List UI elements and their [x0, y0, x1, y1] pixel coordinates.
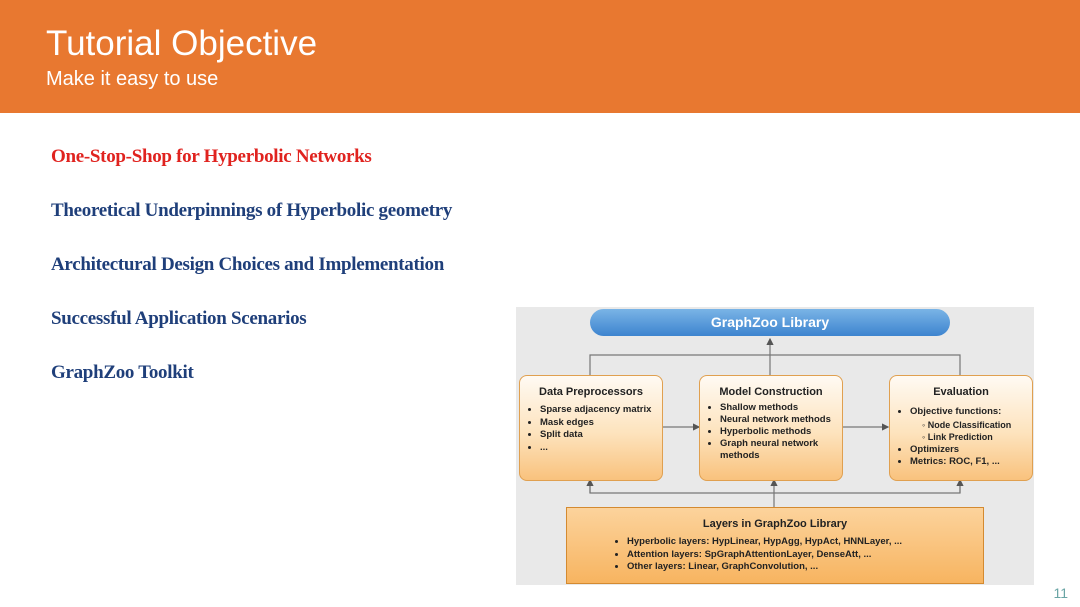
- evaluation-title: Evaluation: [933, 386, 989, 398]
- graphzoo-library-banner: GraphZoo Library: [590, 309, 950, 336]
- agenda-item-one-stop-shop: One-Stop-Shop for Hyperbolic Networks: [51, 146, 372, 167]
- list-item: Objective functions: Node Classification…: [910, 406, 1032, 444]
- list-item: Optimizers: [910, 444, 1032, 457]
- data-preprocessors-list: Sparse adjacency matrix Mask edges Split…: [520, 404, 662, 454]
- list-item: Neural network methods: [720, 414, 842, 426]
- data-preprocessors-box: Data Preprocessors Sparse adjacency matr…: [519, 375, 663, 481]
- agenda-item-toolkit: GraphZoo Toolkit: [51, 362, 194, 383]
- agenda-item-theory: Theoretical Underpinnings of Hyperbolic …: [51, 200, 453, 221]
- layers-box: Layers in GraphZoo Library Hyperbolic la…: [566, 507, 984, 584]
- data-preprocessors-title: Data Preprocessors: [539, 386, 643, 398]
- objective-functions-label: Objective functions:: [910, 406, 1002, 417]
- list-item: Hyperbolic methods: [720, 426, 842, 438]
- list-item: Metrics: ROC, F1, ...: [910, 456, 1032, 469]
- list-item: Attention layers: SpGraphAttentionLayer,…: [627, 549, 983, 562]
- layers-title: Layers in GraphZoo Library: [702, 518, 848, 530]
- slide-subtitle: Make it easy to use: [46, 68, 219, 90]
- evaluation-sub-list: Node Classification Link Prediction: [910, 419, 1032, 444]
- evaluation-box: Evaluation Objective functions: Node Cla…: [889, 375, 1033, 481]
- list-item: Graph neural network methods: [720, 438, 842, 462]
- slide-title: Tutorial Objective: [46, 24, 318, 63]
- list-item: Sparse adjacency matrix: [540, 404, 662, 417]
- list-item: Split data: [540, 429, 662, 442]
- list-item: Mask edges: [540, 417, 662, 430]
- graphzoo-architecture-diagram: GraphZoo Library Data Preprocessors Spar…: [516, 307, 1034, 585]
- agenda-item-architecture: Architectural Design Choices and Impleme…: [51, 254, 444, 275]
- layers-list: Hyperbolic layers: HypLinear, HypAgg, Hy…: [567, 536, 983, 574]
- list-item: Hyperbolic layers: HypLinear, HypAgg, Hy…: [627, 536, 983, 549]
- model-construction-box: Model Construction Shallow methods Neura…: [699, 375, 843, 481]
- agenda-item-applications: Successful Application Scenarios: [51, 308, 307, 329]
- list-item: ...: [540, 442, 662, 455]
- list-item: Link Prediction: [922, 431, 1032, 444]
- list-item: Node Classification: [922, 419, 1032, 432]
- list-item: Other layers: Linear, GraphConvolution, …: [627, 561, 983, 574]
- model-construction-list: Shallow methods Neural network methods H…: [700, 402, 842, 462]
- evaluation-list: Objective functions: Node Classification…: [890, 406, 1032, 469]
- slide-header: Tutorial Objective Make it easy to use: [0, 0, 1080, 113]
- diagram-connectors: [586, 337, 964, 507]
- model-construction-title: Model Construction: [719, 386, 823, 398]
- slide-number: 11: [1053, 585, 1068, 601]
- list-item: Shallow methods: [720, 402, 842, 414]
